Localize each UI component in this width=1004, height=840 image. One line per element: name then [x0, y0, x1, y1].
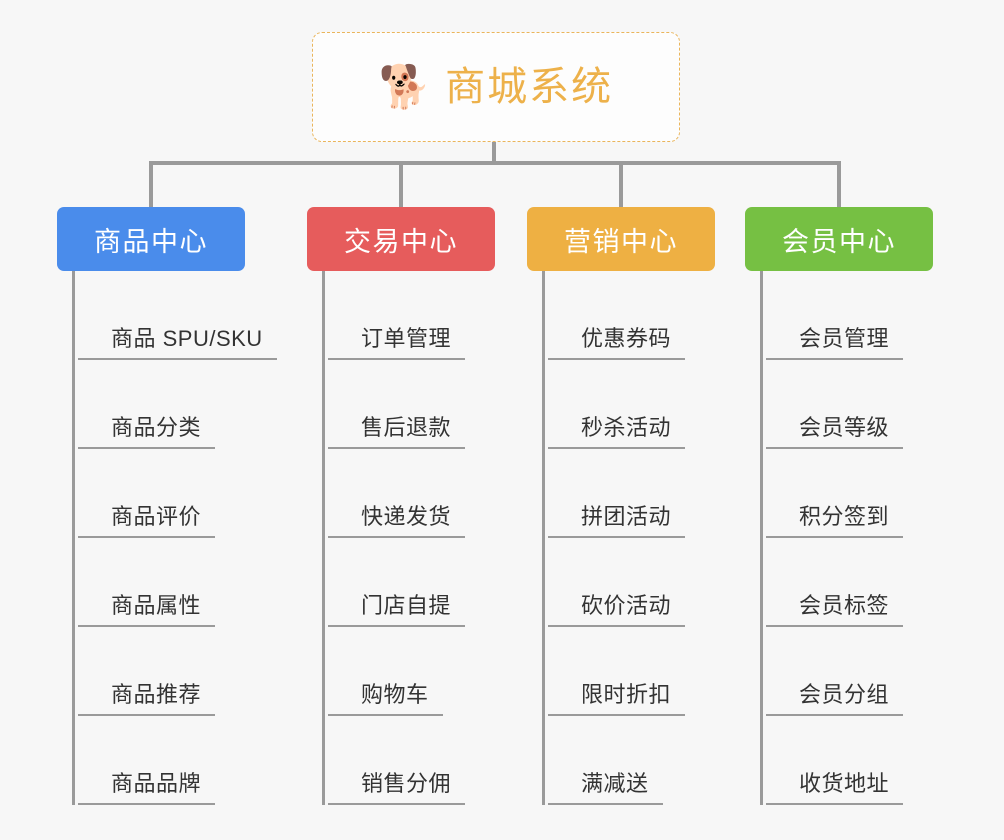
list-item-label: 快递发货: [361, 503, 452, 529]
list-item[interactable]: 秒杀活动: [548, 360, 715, 449]
list-item-label: 售后退款: [361, 414, 452, 440]
category-header-4[interactable]: 会员中心: [745, 207, 933, 271]
list-item-label: 会员标签: [799, 592, 890, 618]
list-item[interactable]: 商品 SPU/SKU: [78, 271, 277, 360]
connector-drop-3: [619, 161, 623, 208]
list-item[interactable]: 销售分佣: [328, 716, 495, 805]
list-item[interactable]: 满减送: [548, 716, 715, 805]
list-item-label: 销售分佣: [361, 770, 452, 796]
list-item-label: 拼团活动: [581, 503, 672, 529]
category-column-4: 会员中心 会员管理 会员等级 积分签到 会员标签 会员分组 收货地址: [745, 207, 933, 805]
list-item-label: 会员分组: [799, 681, 890, 707]
list-item-label: 砍价活动: [581, 592, 672, 618]
list-item-label: 满减送: [581, 770, 649, 796]
list-item[interactable]: 门店自提: [328, 538, 495, 627]
list-item-label: 收货地址: [799, 770, 890, 796]
list-item[interactable]: 快递发货: [328, 449, 495, 538]
category-header-label: 营销中心: [564, 226, 678, 257]
list-item[interactable]: 商品属性: [78, 538, 245, 627]
list-item[interactable]: 会员管理: [766, 271, 933, 360]
list-item[interactable]: 积分签到: [766, 449, 933, 538]
category-header-label: 商品中心: [94, 226, 208, 257]
list-item[interactable]: 会员等级: [766, 360, 933, 449]
list-item-label: 会员管理: [799, 325, 890, 351]
connector-drop-1: [149, 161, 153, 208]
list-item-label: 商品分类: [111, 414, 202, 440]
list-item[interactable]: 会员标签: [766, 538, 933, 627]
list-item[interactable]: 砍价活动: [548, 538, 715, 627]
list-item-label: 商品属性: [111, 592, 202, 618]
category-column-2: 交易中心 订单管理 售后退款 快递发货 门店自提 购物车 销售分佣: [307, 207, 495, 805]
list-item-label: 门店自提: [361, 592, 452, 618]
branch-list-4: 会员管理 会员等级 积分签到 会员标签 会员分组 收货地址: [760, 271, 933, 805]
list-item[interactable]: 商品分类: [78, 360, 245, 449]
list-item-label: 商品品牌: [111, 770, 202, 796]
list-item[interactable]: 收货地址: [766, 716, 933, 805]
connector-horizontal-bar: [149, 161, 841, 165]
category-column-1: 商品中心 商品 SPU/SKU 商品分类 商品评价 商品属性 商品推荐 商品品牌: [57, 207, 277, 805]
list-item-label: 秒杀活动: [581, 414, 672, 440]
category-header-3[interactable]: 营销中心: [527, 207, 715, 271]
root-node[interactable]: 🐕 商城系统: [312, 32, 680, 142]
category-header-1[interactable]: 商品中心: [57, 207, 245, 271]
root-title: 商城系统: [445, 65, 614, 109]
list-item[interactable]: 商品评价: [78, 449, 245, 538]
list-item[interactable]: 售后退款: [328, 360, 495, 449]
list-item[interactable]: 订单管理: [328, 271, 495, 360]
list-item[interactable]: 商品推荐: [78, 627, 245, 716]
list-item-label: 积分签到: [799, 503, 890, 529]
branch-list-2: 订单管理 售后退款 快递发货 门店自提 购物车 销售分佣: [322, 271, 495, 805]
connector-stem: [492, 142, 496, 164]
list-item[interactable]: 购物车: [328, 627, 495, 716]
list-item-label: 购物车: [361, 681, 429, 707]
list-item[interactable]: 商品品牌: [78, 716, 245, 805]
list-item[interactable]: 优惠券码: [548, 271, 715, 360]
list-item[interactable]: 拼团活动: [548, 449, 715, 538]
list-item-label: 订单管理: [361, 325, 452, 351]
list-item-label: 商品推荐: [111, 681, 202, 707]
list-item[interactable]: 会员分组: [766, 627, 933, 716]
connector-drop-4: [837, 161, 841, 208]
list-item-label: 限时折扣: [581, 681, 672, 707]
list-item-label: 商品 SPU/SKU: [111, 325, 263, 351]
branch-list-1: 商品 SPU/SKU 商品分类 商品评价 商品属性 商品推荐 商品品牌: [72, 271, 277, 805]
branch-list-3: 优惠券码 秒杀活动 拼团活动 砍价活动 限时折扣 满减送: [542, 271, 715, 805]
shiba-dog-emoji-icon: 🐕: [378, 62, 432, 111]
list-item[interactable]: 限时折扣: [548, 627, 715, 716]
list-item-label: 优惠券码: [581, 325, 672, 351]
category-header-label: 会员中心: [782, 226, 896, 257]
connector-drop-2: [399, 161, 403, 208]
list-item-label: 会员等级: [799, 414, 890, 440]
category-header-2[interactable]: 交易中心: [307, 207, 495, 271]
category-header-label: 交易中心: [344, 226, 458, 257]
list-item-label: 商品评价: [111, 503, 202, 529]
category-column-3: 营销中心 优惠券码 秒杀活动 拼团活动 砍价活动 限时折扣 满减送: [527, 207, 715, 805]
